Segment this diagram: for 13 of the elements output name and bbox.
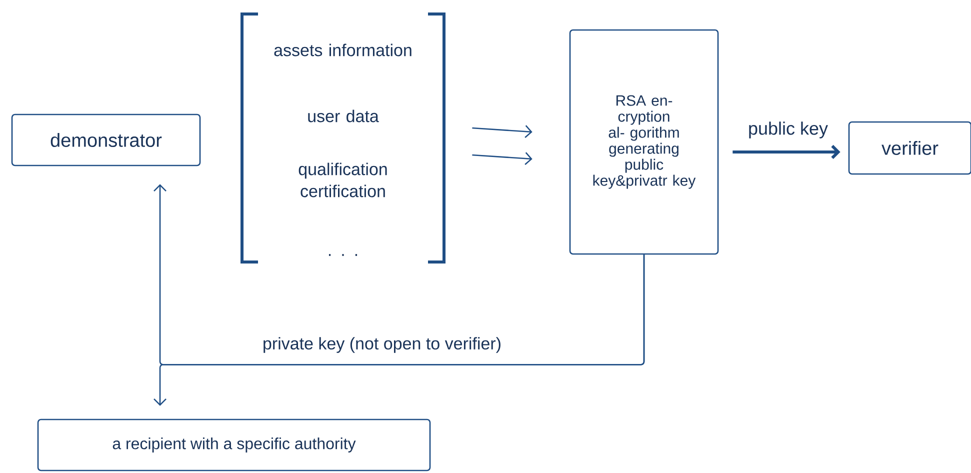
double-arrow xyxy=(472,125,532,165)
list-item: user data xyxy=(308,110,379,122)
list-item: . . . xyxy=(328,254,358,256)
arrow xyxy=(154,254,645,406)
edge-label: private key (not open to verifier) xyxy=(261,336,503,354)
list-item: qualification certification xyxy=(298,162,387,198)
process-box: a recipient with a specific authority xyxy=(37,418,431,472)
process-box: demonstrator xyxy=(11,114,201,166)
arrow xyxy=(732,144,840,160)
edge-label: public key xyxy=(746,120,830,140)
process-box: RSA en- cryption al- gorithm generating public key&privatr key xyxy=(569,29,719,255)
process-box: verifier xyxy=(848,121,971,175)
list-item: assets information xyxy=(274,44,412,56)
